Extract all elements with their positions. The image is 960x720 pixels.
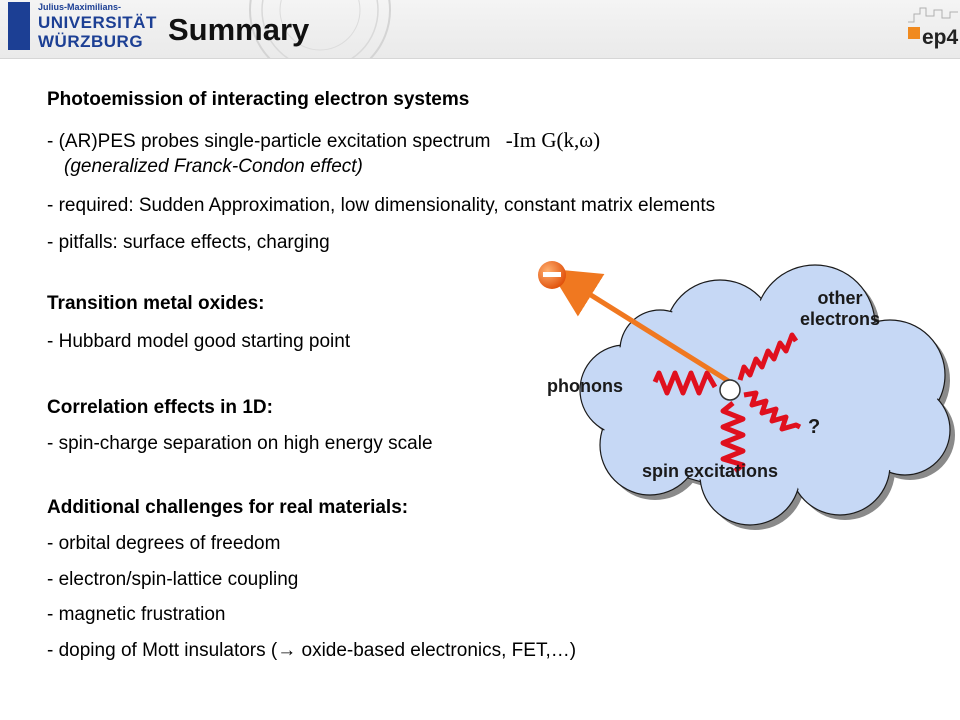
spin-charge-line: - spin-charge separation on high energy … [47,433,433,454]
label-other-electrons: other electrons [785,288,895,330]
franck-condon-note: (generalized Franck-Condon effect) [64,156,363,177]
label-phonons: phonons [547,376,623,396]
interaction-waves [652,332,802,473]
header-bar: Julius-Maximilians- UNIVERSITÄT WÜRZBURG… [0,0,960,59]
ep4-logo: ep4 [906,0,960,56]
heading-tmo: Transition metal oxides: [47,293,265,314]
arpes-line: - (AR)PES probes single-particle excitat… [47,128,600,153]
required-line: - required: Sudden Approximation, low di… [47,195,716,216]
logo-small-text: Julius-Maximilians- [38,2,122,12]
photoemission-diagram: other electrons phonons ? spin excitatio… [530,255,960,530]
photoelectron-arrow [548,268,732,385]
hole-circle [719,379,741,401]
logo-line1: UNIVERSITÄT [38,13,157,32]
hubbard-line: - Hubbard model good starting point [47,331,351,352]
label-question: ? [808,416,821,438]
other-electron-wave [737,332,799,381]
university-logo: Julius-Maximilians- UNIVERSITÄT WÜRZBURG [8,2,158,54]
ep4-square-icon [908,27,920,39]
diagram-graphic [538,261,955,530]
label-other-line2: electrons [799,309,881,329]
phonon-wave [652,370,718,396]
logo-line2: WÜRZBURG [38,32,144,51]
skyline-icon [908,7,958,23]
challenge-item: - doping of Mott insulators (→ oxide-bas… [47,640,577,661]
spectral-function-math: -Im G(k,ω) [505,128,601,152]
challenge-item: - magnetic frustration [47,604,226,625]
heading-correlation: Correlation effects in 1D: [47,397,273,418]
seal-watermark-icon [249,0,391,58]
arpes-text: - (AR)PES probes single-particle excitat… [47,131,491,152]
pitfalls-line: - pitfalls: surface effects, charging [47,232,330,253]
challenge-item: - orbital degrees of freedom [47,533,281,554]
label-spin-excitations: spin excitations [642,461,779,481]
logo-emblem-icon [8,2,30,50]
unknown-wave [743,390,802,432]
spin-wave [720,401,746,473]
challenge-item: - electron/spin-lattice coupling [47,569,299,590]
ep4-text: ep4 [922,26,959,49]
heading-challenges: Additional challenges for real materials… [47,497,409,518]
label-other-line1: other [817,288,863,308]
page-title: Summary [168,12,310,47]
minus-sign [543,272,561,277]
heading-photoemission: Photoemission of interacting electron sy… [47,89,470,110]
